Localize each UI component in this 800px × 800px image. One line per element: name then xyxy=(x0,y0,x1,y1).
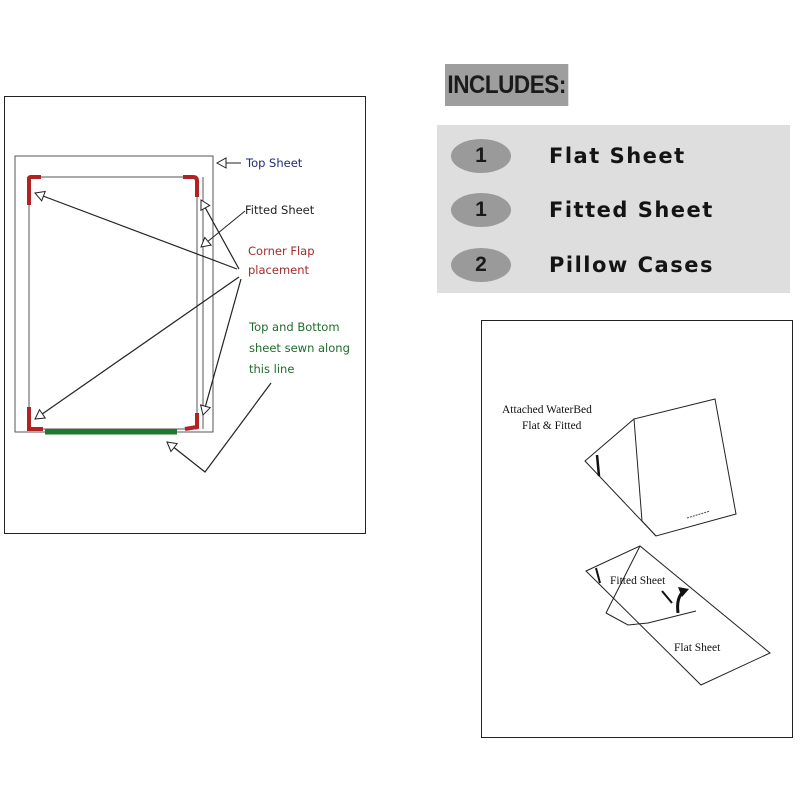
seam-label-line2: sheet sewn along xyxy=(249,341,350,355)
include-quantity-badge: 1 xyxy=(451,193,511,227)
include-item-pillow-cases: 2 Pillow Cases xyxy=(437,244,790,288)
attached-caption-line2: Flat & Fitted xyxy=(522,420,582,432)
folded-sheet-shape xyxy=(584,398,737,537)
flat-sheet-diagram-label: Flat Sheet xyxy=(674,642,721,654)
corner-flap-top-left xyxy=(27,175,41,205)
top-sheet-outline xyxy=(14,155,214,433)
fitted-sheet-outline xyxy=(28,176,198,430)
include-quantity-badge: 1 xyxy=(451,139,511,173)
sheet-layout-diagram: Top Sheet Fitted Sheet Corner Flap place… xyxy=(4,96,366,534)
attached-sheet-drawing: Attached WaterBed Flat & Fitted Fitted S… xyxy=(502,398,771,686)
corner-flap-bottom-right xyxy=(184,413,199,431)
corner-flap-bottom-left xyxy=(27,407,43,431)
attached-caption-line1: Attached WaterBed xyxy=(502,404,592,416)
corner-flap-label-line1: Corner Flap xyxy=(248,244,315,258)
includes-title: INCLUDES: xyxy=(445,64,569,106)
fitted-sheet-diagram-label: Fitted Sheet xyxy=(610,575,666,587)
includes-list: 1 Flat Sheet 1 Fitted Sheet 2 Pillow Cas… xyxy=(437,125,790,293)
include-item-label: Fitted Sheet xyxy=(549,198,714,222)
include-item-label: Pillow Cases xyxy=(549,253,714,277)
corner-flap-label-line2: placement xyxy=(248,263,310,277)
include-item-flat-sheet: 1 Flat Sheet xyxy=(437,135,790,179)
include-quantity-badge: 2 xyxy=(451,248,511,282)
sheet-layout-drawing: Top Sheet Fitted Sheet Corner Flap place… xyxy=(14,155,350,473)
fitted-sheet-label: Fitted Sheet xyxy=(245,203,315,217)
attached-sheet-diagram: Attached WaterBed Flat & Fitted Fitted S… xyxy=(481,320,793,738)
corner-flap-top-right xyxy=(183,175,199,197)
include-item-label: Flat Sheet xyxy=(549,144,686,168)
top-sheet-label: Top Sheet xyxy=(245,156,303,170)
include-item-fitted-sheet: 1 Fitted Sheet xyxy=(437,189,790,233)
seam-label-line3: this line xyxy=(249,362,294,376)
seam-label-line1: Top and Bottom xyxy=(248,320,340,334)
